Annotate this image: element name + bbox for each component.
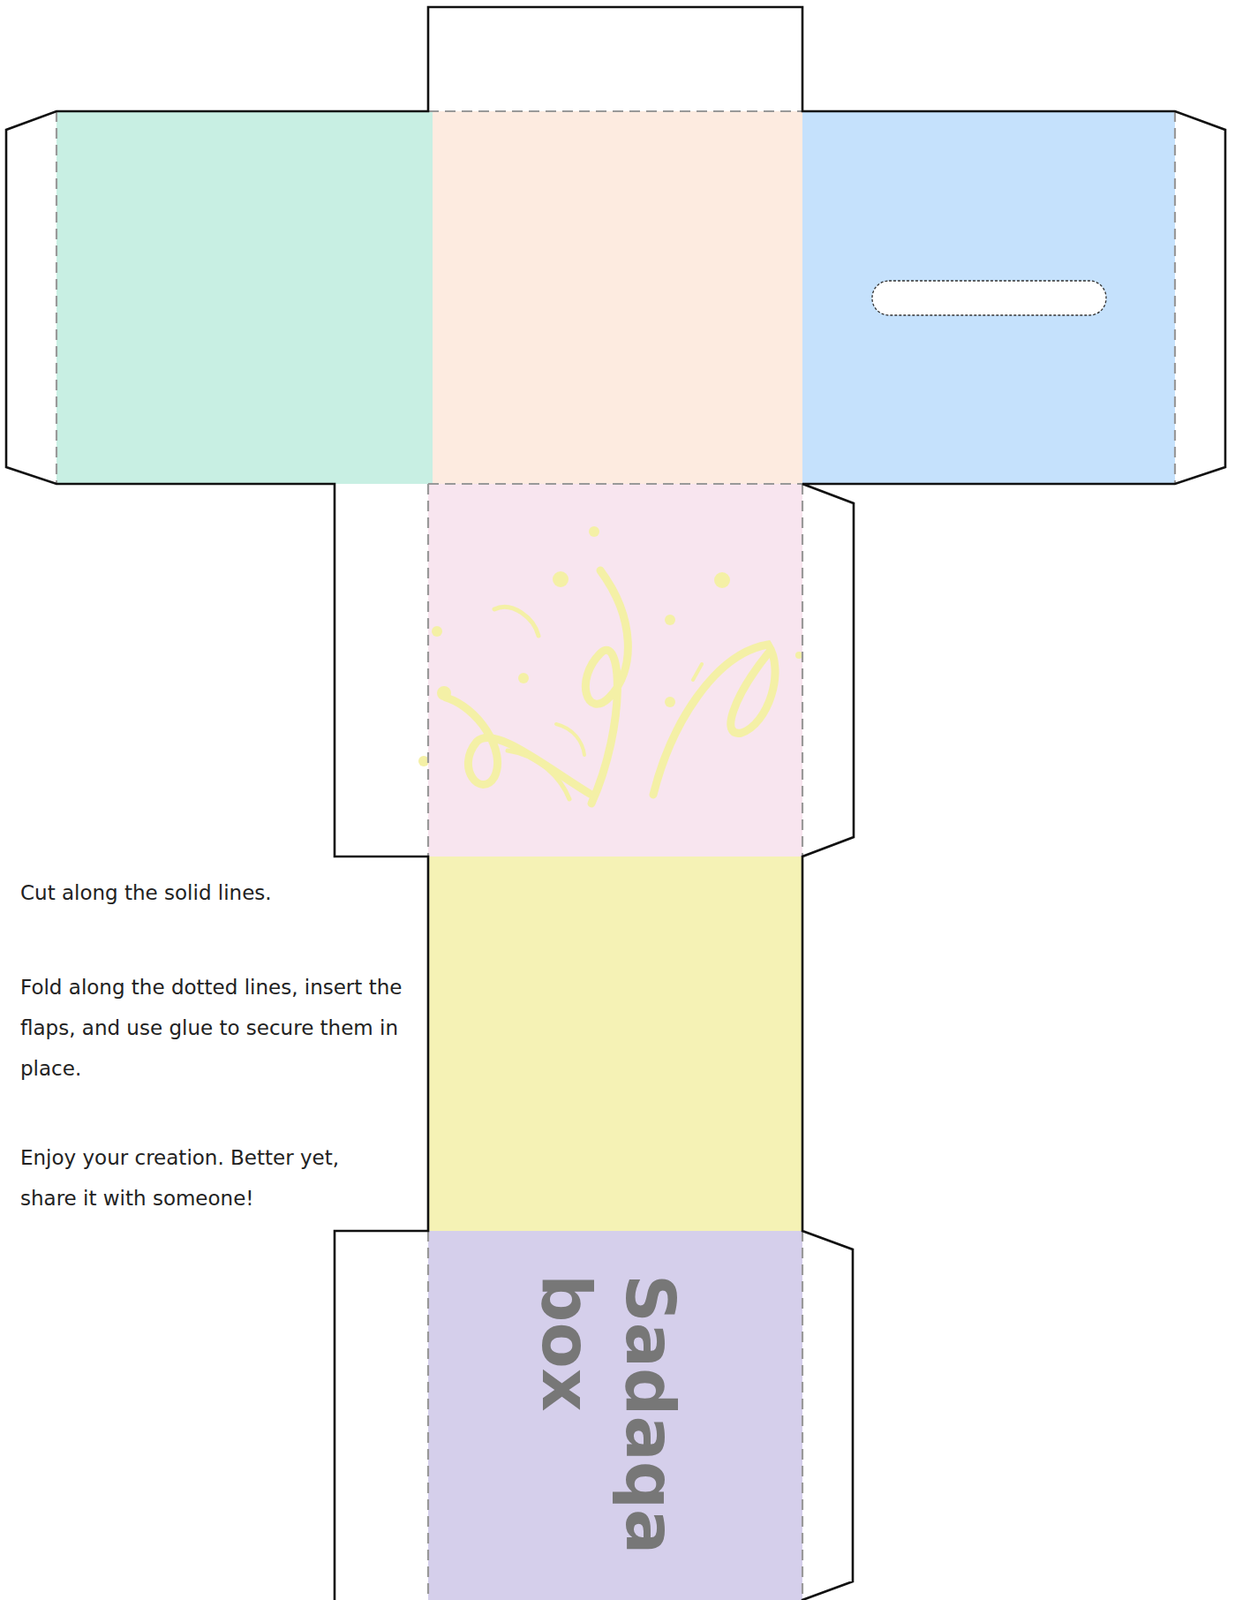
confetti	[445, 570, 776, 804]
fold-lines	[56, 111, 1175, 1600]
instruction-note: Fold along the dotted lines, insert the …	[20, 966, 418, 1089]
peach-face	[432, 111, 803, 484]
purple-face-panel: Sadaqa box	[428, 1230, 803, 1600]
confetti-dots	[418, 526, 803, 767]
coin-slot	[872, 280, 1107, 316]
pink-face	[428, 483, 803, 857]
cut-outline	[6, 7, 1226, 1600]
instruction-note: Cut along the solid lines.	[20, 872, 392, 913]
box-title: Sadaqa box	[524, 1273, 693, 1539]
yellow-face	[428, 856, 803, 1231]
purple-face	[428, 1230, 803, 1600]
blue-face	[802, 111, 1175, 484]
instruction-note: Enjoy your creation. Better yet, share i…	[20, 1137, 374, 1219]
green-face	[56, 111, 433, 484]
